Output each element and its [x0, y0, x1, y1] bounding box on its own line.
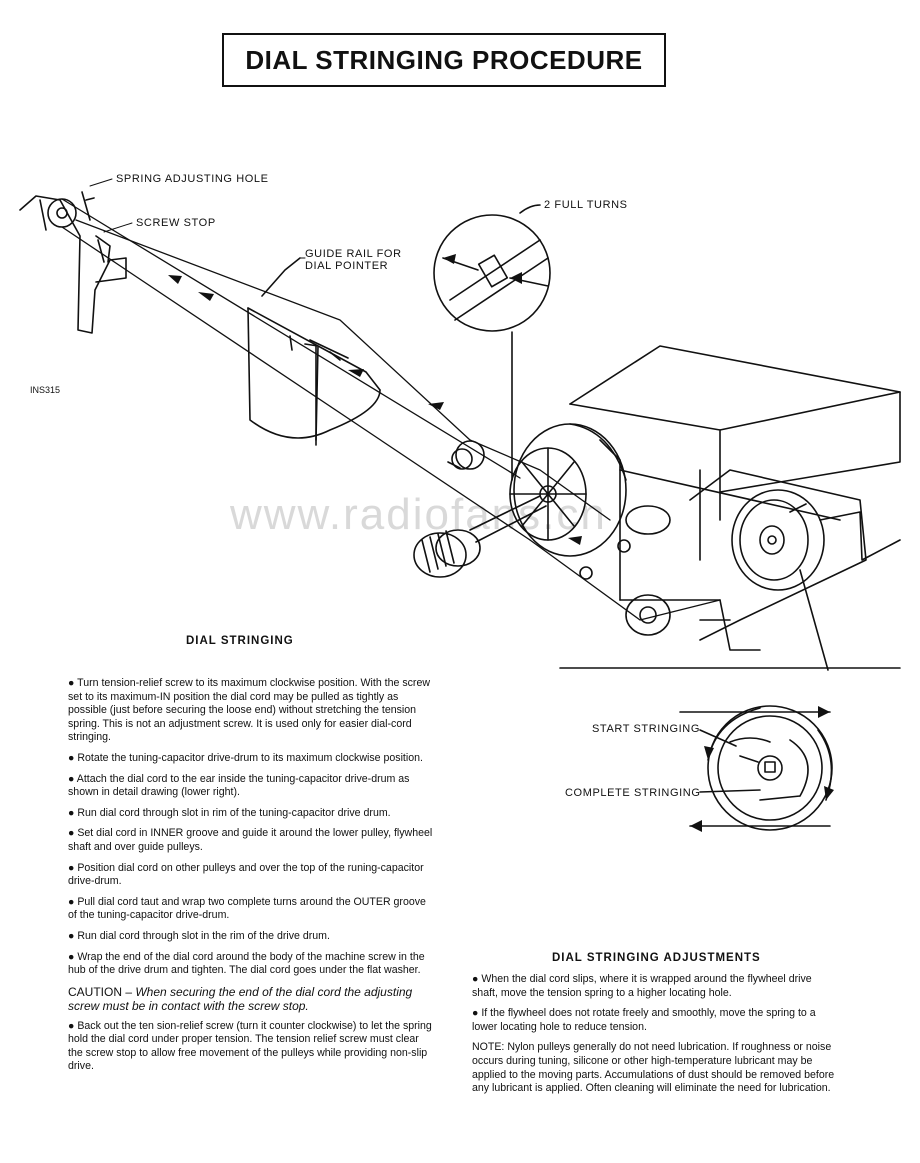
lubrication-note: NOTE: Nylon pulleys generally do not nee…	[472, 1041, 835, 1095]
spring-adjusting-hole-label: SPRING ADJUSTING HOLE	[116, 173, 269, 185]
dial-stringing-steps: ● Turn tension-relief screw to its maxim…	[68, 677, 436, 1081]
guide-rail-label-line1: GUIDE RAIL FOR	[305, 248, 402, 260]
tuning-knob	[413, 495, 547, 578]
guide-rail-label-line2: DIAL POINTER	[305, 260, 389, 272]
caution-prefix: CAUTION –	[68, 984, 133, 999]
detail-drum	[679, 705, 834, 832]
adjustments-heading: DIAL STRINGING ADJUSTMENTS	[552, 952, 761, 964]
adjustments-text: ● When the dial cord slips, where it is …	[472, 973, 840, 1103]
step-6: ● Position dial cord on other pulleys an…	[68, 861, 424, 888]
step-8: ● Run dial cord through slot in the rim …	[68, 929, 330, 942]
page-title: DIAL STRINGING PROCEDURE	[245, 44, 643, 75]
dial-stringing-heading: DIAL STRINGING	[186, 635, 294, 647]
drive-drum	[731, 489, 825, 591]
adjustment-2: ● If the flywheel does not rotate freely…	[472, 1007, 816, 1033]
dial-cord	[61, 198, 721, 621]
tuning-capacitor	[569, 345, 901, 641]
detail-connectors	[559, 569, 901, 671]
step-2: ● Rotate the tuning-capacitor drive-drum…	[68, 751, 423, 764]
final-step: ● Back out the ten sion-relief screw (tu…	[68, 1019, 432, 1073]
screw-stop-label: SCREW STOP	[136, 217, 216, 229]
step-5: ● Set dial cord in INNER groove and guid…	[68, 827, 433, 853]
flywheel	[509, 423, 627, 557]
title-box: DIAL STRINGING PROCEDURE	[222, 33, 666, 87]
guide-rail	[247, 257, 381, 446]
step-3: ● Attach the dial cord to the ear inside…	[68, 772, 410, 799]
two-turns-inset	[433, 204, 551, 481]
adjustment-1: ● When the dial cord slips, where it is …	[472, 973, 812, 999]
step-7: ● Pull dial cord taut and wrap two compl…	[68, 895, 426, 922]
figure-ref-code: INS315	[30, 385, 61, 395]
label-leaders	[89, 178, 306, 259]
step-9: ● Wrap the end of the dial cord around t…	[68, 950, 425, 977]
shaft-pulley	[447, 440, 485, 470]
caution-text: When securing the end of the dial cord t…	[68, 984, 413, 1013]
spring-bracket	[19, 191, 127, 334]
start-stringing-label: START STRINGING	[592, 723, 701, 735]
caution-note: CAUTION – When securing the end of the d…	[68, 985, 436, 1013]
watermark: www.radiofans.cn	[230, 490, 607, 539]
complete-stringing-label: COMPLETE STRINGING	[565, 787, 701, 799]
full-turns-label: 2 FULL TURNS	[544, 199, 628, 211]
guide-pulleys	[579, 505, 671, 636]
chassis-bracket	[699, 511, 901, 651]
step-1: ● Turn tension-relief screw to its maxim…	[68, 677, 430, 744]
cord-arrows	[168, 275, 582, 545]
step-4: ● Run dial cord through slot in rim of t…	[68, 806, 391, 819]
